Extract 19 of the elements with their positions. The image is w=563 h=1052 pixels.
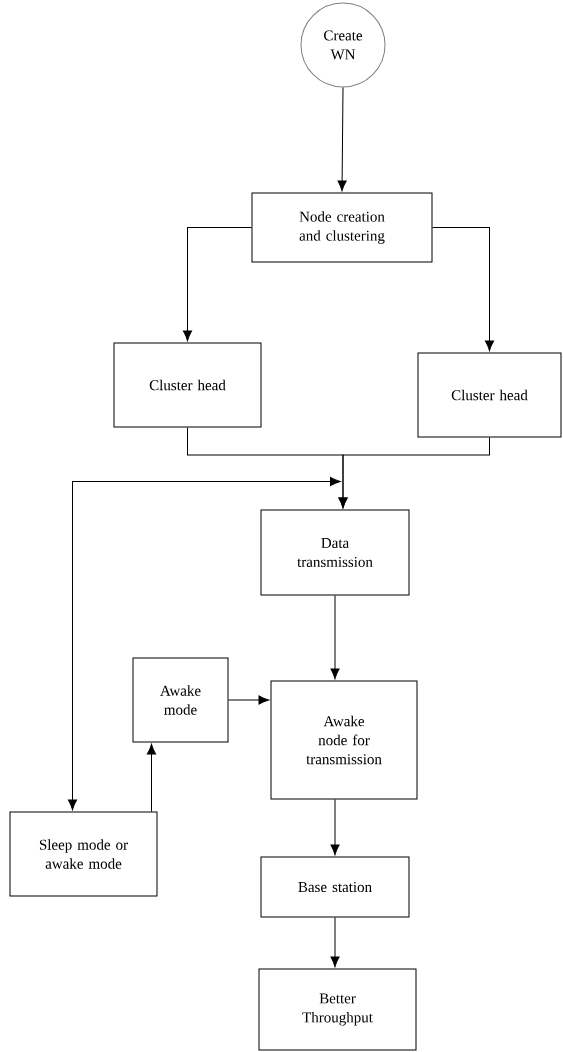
arrow — [182, 227, 252, 342]
arrow — [338, 437, 490, 509]
arrow — [330, 917, 340, 968]
arrow — [146, 743, 157, 812]
process-box: Node creation and clustering — [251, 192, 433, 263]
arrow — [67, 476, 341, 811]
process-box: Awake node for transmission — [270, 680, 418, 800]
process-box: Sleep mode or awake mode — [9, 811, 158, 897]
process-box: Data transmission — [260, 509, 410, 596]
process-box: Cluster head — [417, 352, 562, 438]
process-box: Base station — [260, 856, 410, 918]
process-box: Awake mode — [132, 657, 229, 743]
arrow — [330, 799, 340, 856]
arrow — [432, 227, 495, 352]
process-box: Cluster head — [113, 342, 262, 428]
arrow — [228, 695, 270, 705]
arrow — [337, 87, 347, 192]
arrow — [330, 595, 340, 680]
process-box: Better Throughput — [258, 968, 417, 1051]
